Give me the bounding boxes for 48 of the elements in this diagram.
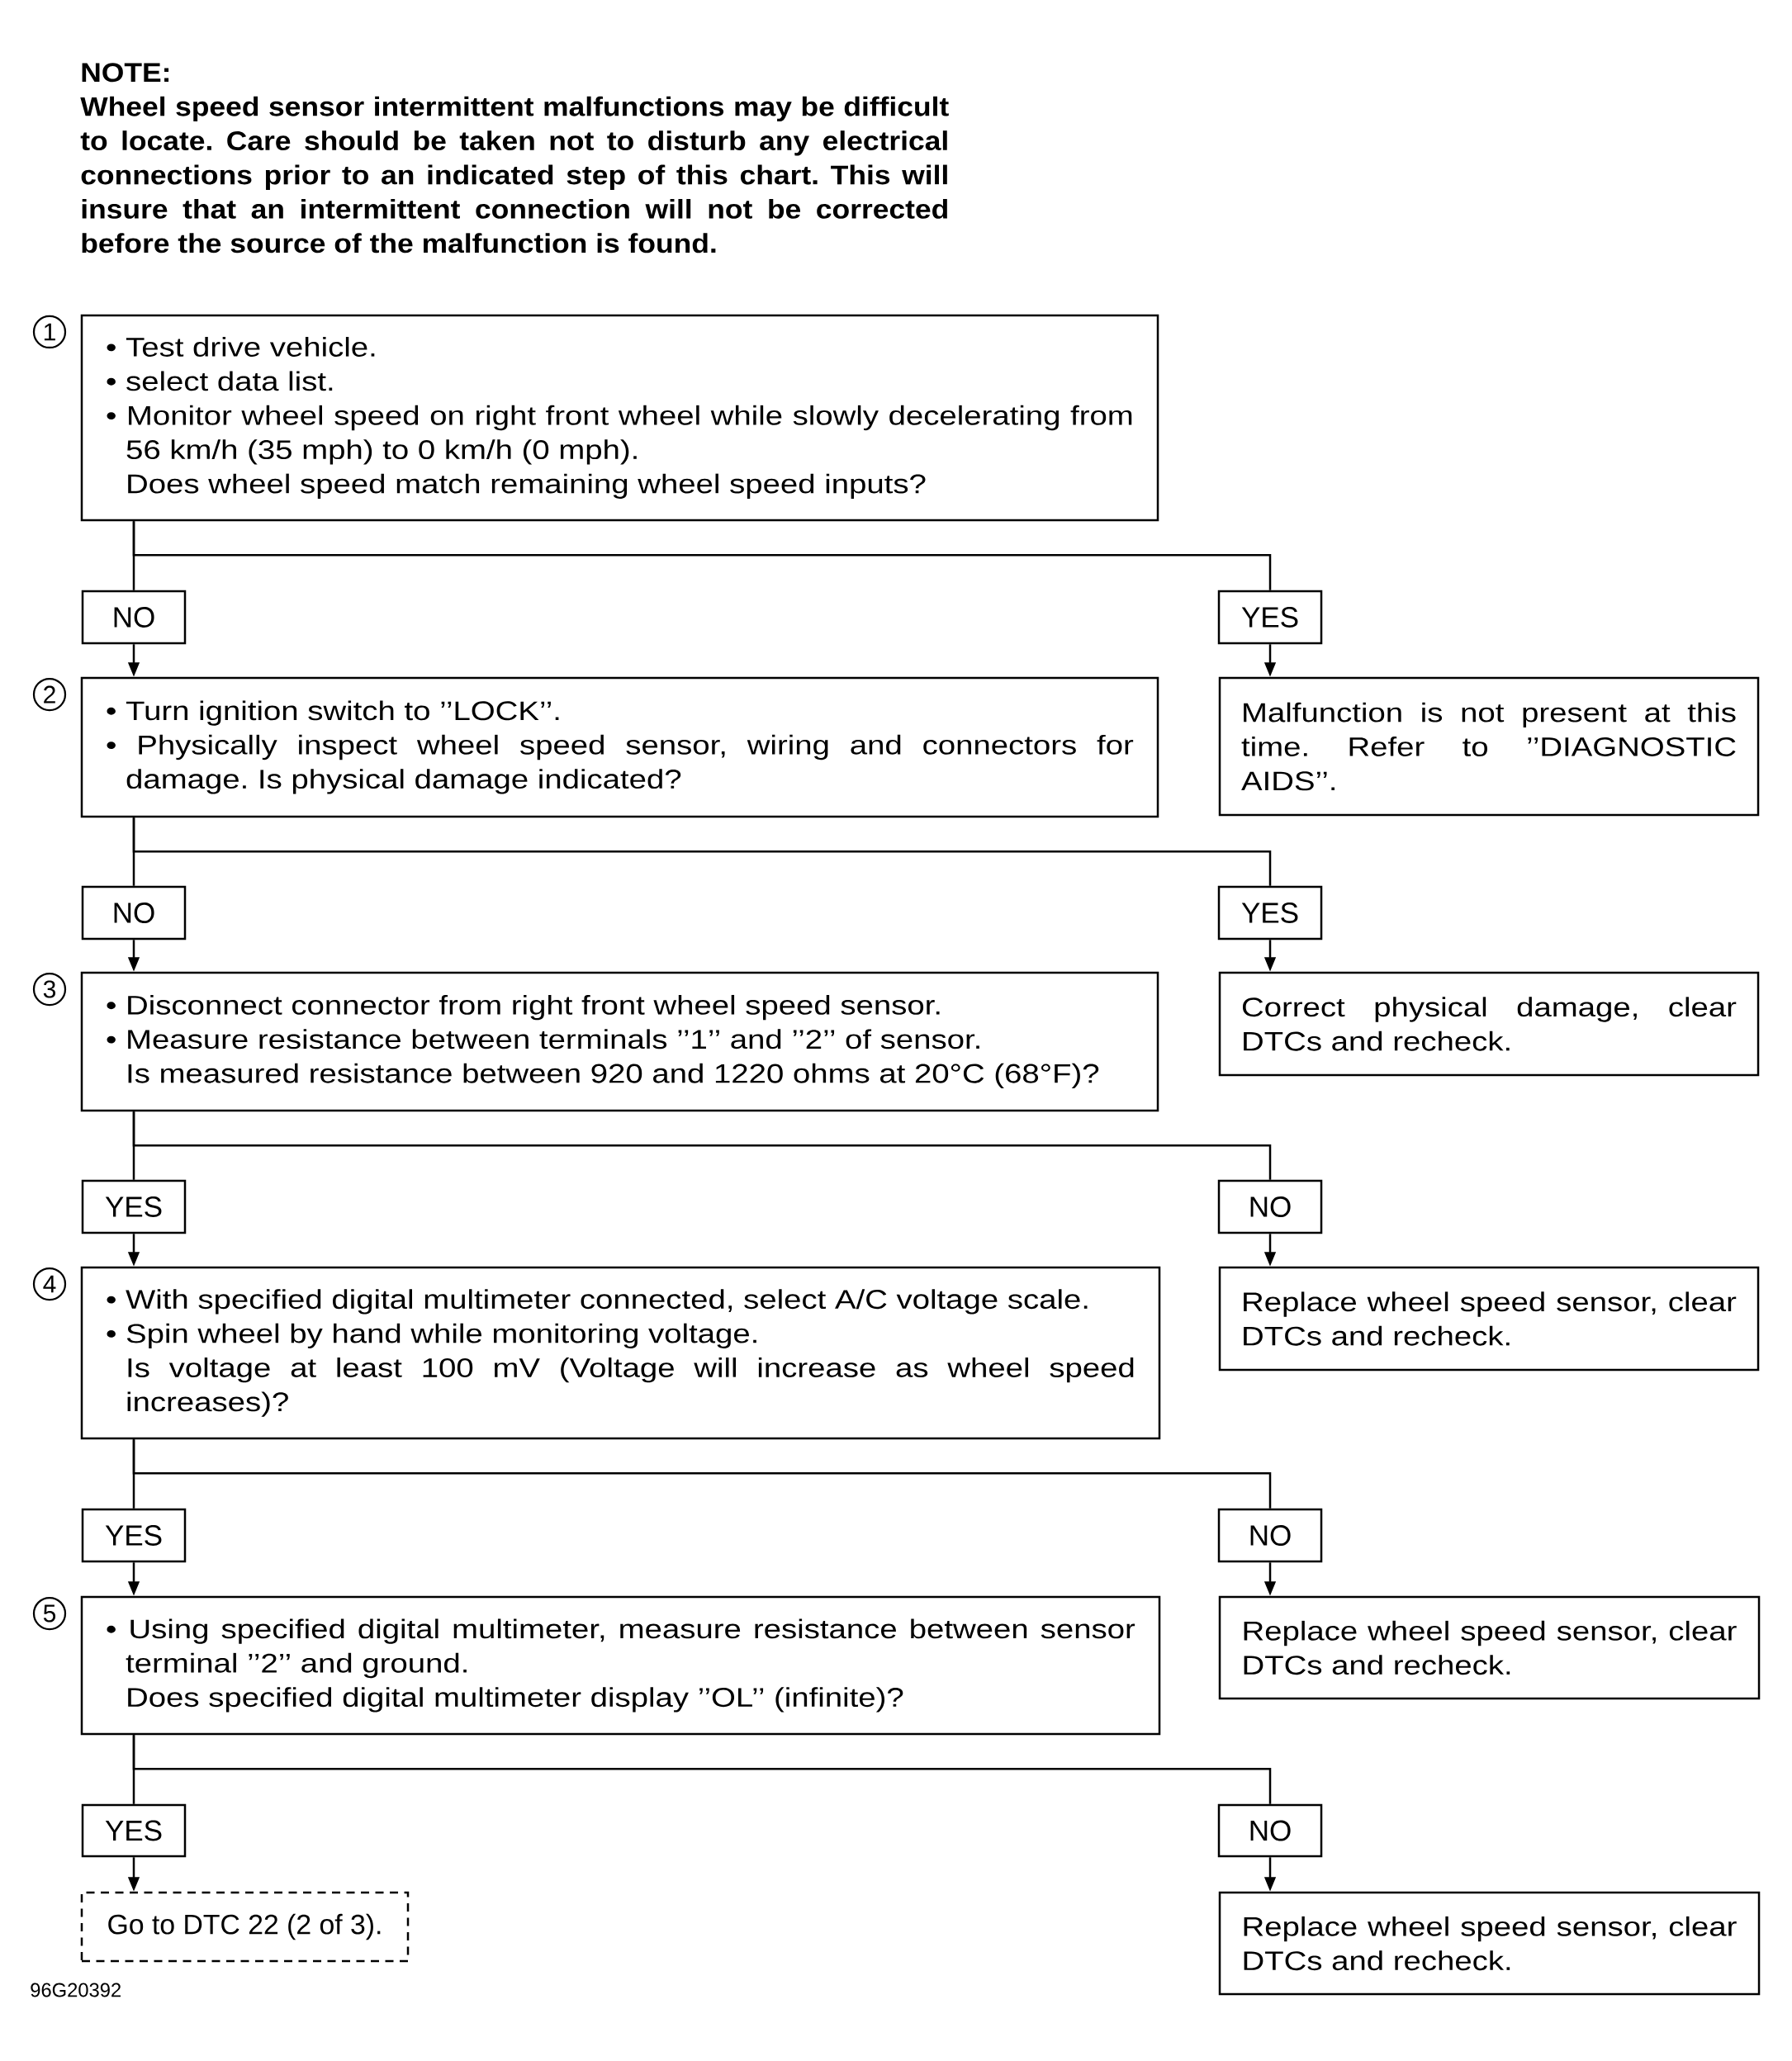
connector-line	[132, 1735, 1272, 1804]
question-text: Is measured resistance between 920 and 1220 ohms at 20°C (68°F)?	[128, 1063, 1099, 1089]
branch-label: YES	[81, 1803, 187, 1858]
note-heading: NOTE:	[82, 63, 169, 83]
question-text: Is voltage at least 100 mV (Voltage will increase as wheel speed increases)?	[127, 1357, 1134, 1417]
step-number: 4	[32, 1267, 67, 1301]
result-box: Correct physical damage, clear DTCs and recheck.	[1218, 971, 1760, 1077]
connector-line	[132, 1111, 1272, 1180]
branch-label: YES	[1217, 590, 1323, 645]
instruction-text: • Test drive vehicle.	[107, 337, 375, 357]
instruction-text: • Spin wheel by hand while monitoring voltage.	[107, 1323, 756, 1348]
result-box: Malfunction is not present at this time. Refer to ’’DIAGNOSTIC AIDS’’.	[1218, 676, 1760, 817]
instruction-text: • Disconnect connector from right front wheel speed sensor.	[107, 994, 940, 1021]
figure-code: 96G20392	[31, 1983, 121, 1997]
branch-label: NO	[1217, 1803, 1323, 1858]
branch-label: YES	[81, 1179, 187, 1234]
instruction-text: • Measure resistance between terminals ’’1’’ and ’’2’’ of sensor.	[107, 1029, 979, 1049]
result-box: Replace wheel speed sensor, clear DTCs and recheck.	[1218, 1595, 1761, 1700]
question-text: Does specified digital multimeter display ’’OL’’ (infinite)?	[128, 1687, 903, 1713]
step-box	[80, 1595, 1161, 1736]
instruction-text: • select data list.	[107, 371, 333, 391]
branch-label: YES	[1217, 885, 1323, 940]
branch-label: NO	[1217, 1179, 1323, 1234]
connector-line	[132, 521, 1272, 590]
note-text: Wheel speed sensor intermittent malfunctions may be difficult to locate. Care should be taken not to disturb any electrical connections prior to an indicated step of this chart. This will insure that an intermittent connection will not be corrected before the source of the malfunction is found.	[80, 96, 949, 253]
step-number: 2	[32, 677, 67, 712]
branch-label: YES	[81, 1508, 187, 1563]
step-box	[80, 676, 1159, 818]
instruction-text: • Turn ignition switch to ’’LOCK’’.	[107, 700, 559, 726]
connector-line	[132, 1439, 1272, 1509]
branch-label: NO	[1217, 1508, 1323, 1563]
step-box	[80, 971, 1159, 1112]
result-box: Replace wheel speed sensor, clear DTCs and recheck.	[1218, 1266, 1760, 1372]
instruction-text: • With specified digital multimeter connected, select A/C voltage scale.	[107, 1289, 1088, 1315]
reference-box: Go to DTC 22 (2 of 3).	[80, 1891, 410, 1963]
instruction-text: • Monitor wheel speed on right front wheel while slowly decelerating from 56 km/h (35 mph) to 0 km/h (0 mph).	[107, 405, 1132, 465]
branch-label: NO	[81, 590, 187, 645]
step-box	[80, 1266, 1161, 1440]
branch-label: NO	[81, 885, 187, 940]
step-box	[80, 314, 1159, 522]
question-text: Does wheel speed match remaining wheel speed inputs?	[128, 473, 926, 499]
step-number: 5	[32, 1596, 67, 1631]
result-box: Replace wheel speed sensor, clear DTCs and recheck.	[1218, 1891, 1761, 1996]
connector-line	[132, 817, 1272, 886]
instruction-text: • Using specified digital multimeter, measure resistance between sensor terminal ’’2’’ and ground.	[107, 1618, 1135, 1679]
instruction-text: • Physically inspect wheel speed sensor, wiring and connectors for damage. Is physical damage indicated?	[107, 734, 1134, 794]
step-number: 1	[32, 315, 67, 349]
step-number: 3	[32, 972, 67, 1007]
